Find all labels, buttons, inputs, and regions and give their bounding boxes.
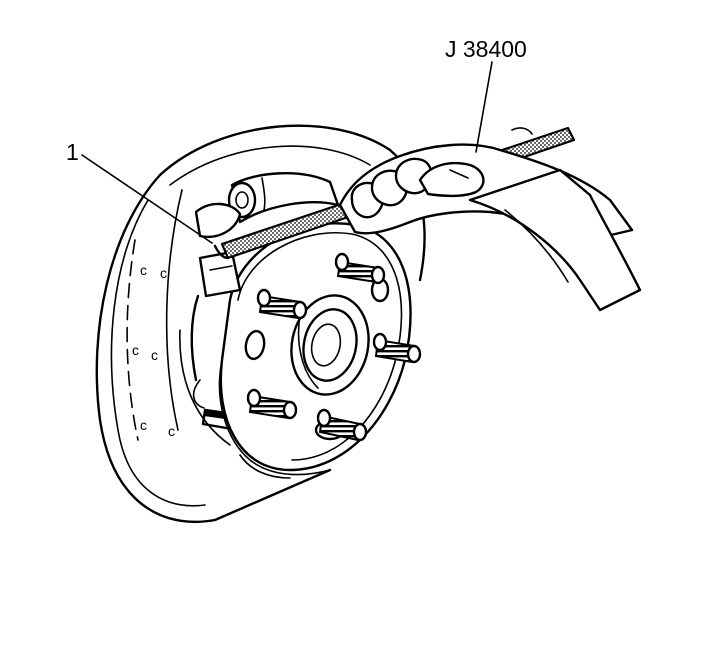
wheel-stud: [372, 332, 422, 364]
rivet-marks: c c c c c c: [132, 262, 175, 439]
svg-text:c: c: [160, 265, 167, 281]
wheel-stud: [316, 408, 368, 442]
leader-line-1: [81, 154, 213, 244]
svg-text:c: c: [140, 417, 147, 433]
backing-plate: c c c c c c: [95, 124, 426, 524]
svg-text:c: c: [140, 262, 147, 278]
wheel-stud: [256, 288, 308, 320]
tool-number-label: J 38400: [445, 36, 527, 62]
leader-line-tool: [475, 61, 493, 153]
hub-center: [244, 277, 390, 441]
callout-leaders: [81, 61, 493, 244]
hand-icon: [338, 127, 642, 312]
callout-number: 1: [66, 139, 79, 165]
wheel-studs: [246, 252, 422, 442]
svg-text:c: c: [168, 423, 175, 439]
svg-text:c: c: [132, 342, 139, 358]
wheel-stud: [334, 252, 386, 285]
adjuster-slot: [190, 250, 242, 382]
wheel-stud: [246, 388, 298, 420]
svg-text:c: c: [151, 347, 158, 363]
